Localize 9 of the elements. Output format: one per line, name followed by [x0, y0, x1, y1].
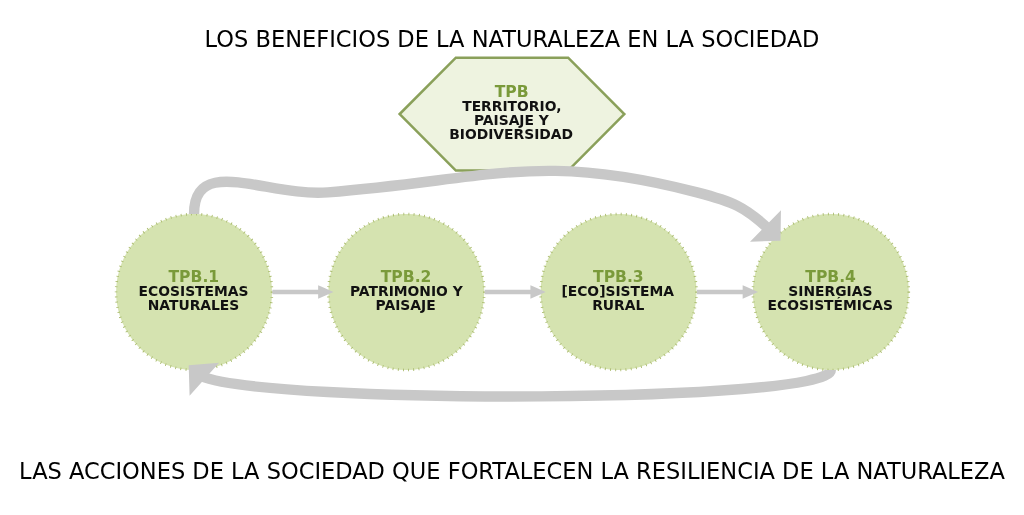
- node-circle: TPB.1 ECOSISTEMAS NATURALES: [114, 212, 274, 372]
- arrow: [272, 285, 334, 299]
- node-circle: TPB.3 [ECO]SISTEMA RURAL: [539, 212, 698, 372]
- arrow: [696, 285, 759, 299]
- arrow: [188, 362, 834, 402]
- diagram-title: LOS BENEFICIOS DE LA NATURALEZA EN LA SOCIEDAD: [204, 25, 820, 52]
- node-circle: TPB.2 PATRIMONIO Y PAISAJE: [327, 212, 486, 372]
- arrow: [484, 285, 546, 299]
- caption: LAS ACCIONES DE LA SOCIEDAD QUE FORTALECEN LA RESILIENCIA DE LA NATURALEZA: [19, 457, 1005, 484]
